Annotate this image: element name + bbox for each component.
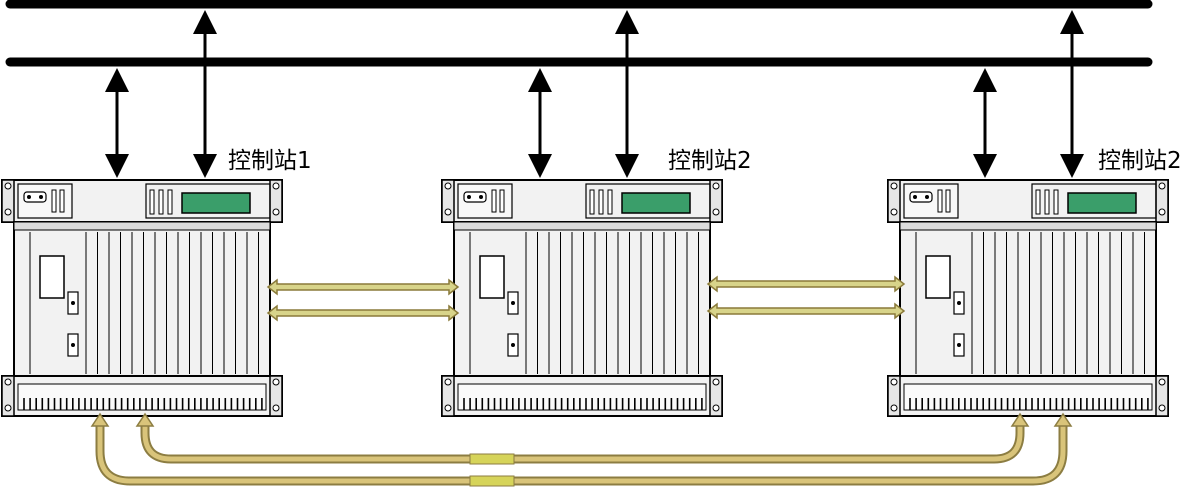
bus-arrow-1	[105, 68, 129, 178]
station-label-3: 控制站2	[1098, 148, 1182, 174]
station-top-unit	[887, 179, 1169, 223]
bus-arrow-4	[615, 10, 639, 178]
bottom-connection-loop	[90, 412, 1073, 487]
link-arrow-1	[266, 278, 460, 296]
loop-cable-2	[135, 412, 1030, 465]
bus-arrow-2	[193, 10, 217, 178]
bus-connection-arrows	[105, 10, 1084, 178]
station-link-1-2	[266, 278, 460, 322]
bus-arrow-5	[973, 68, 997, 178]
control-station-2	[441, 179, 723, 417]
station-display	[181, 192, 251, 214]
station-card-cage	[453, 221, 711, 377]
loop-cable-1	[90, 412, 1073, 487]
station-top-unit	[1, 179, 283, 223]
bus-arrow-6	[1060, 10, 1084, 178]
station-bottom-unit	[887, 375, 1169, 417]
bus-arrow-3	[528, 68, 552, 178]
station-display	[1067, 192, 1137, 214]
station-label-1: 控制站1	[228, 148, 312, 174]
station-card-cage	[13, 221, 271, 377]
control-station-3	[887, 179, 1169, 417]
link-arrow-2	[706, 302, 906, 320]
station-link-2-3	[706, 275, 906, 320]
station-bottom-unit	[1, 375, 283, 417]
station-display	[621, 192, 691, 214]
station-label-2: 控制站2	[668, 148, 752, 174]
station-top-unit	[441, 179, 723, 223]
link-arrow-2	[266, 304, 460, 322]
station-bottom-unit	[441, 375, 723, 417]
link-arrow-1	[706, 275, 906, 293]
station-card-cage	[899, 221, 1157, 377]
control-station-1	[1, 179, 283, 417]
